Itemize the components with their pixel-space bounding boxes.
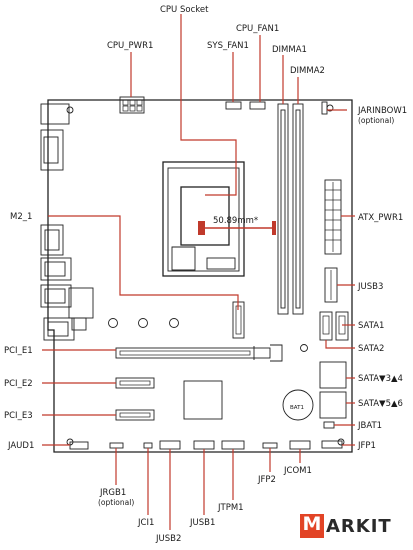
label-jcom1: JCOM1: [283, 466, 312, 476]
mount-holes: [66, 104, 345, 446]
pci-e1-slot: [115, 344, 283, 362]
label-jusb3: JUSB3: [357, 282, 383, 292]
jcom1-header: [289, 440, 311, 450]
cpu-pwr1-connector: [119, 96, 145, 114]
pci-e2-slot: [115, 377, 155, 389]
watermark-box: [300, 514, 324, 538]
dimension-marker: [198, 221, 276, 235]
label-pci-e3: PCI_E3: [4, 411, 33, 421]
cmos-battery: BAT1: [282, 389, 314, 421]
label-jarinbow1-optional: (optional): [358, 116, 394, 125]
watermark-letter: M: [302, 513, 322, 535]
label-m2-1: M2_1: [10, 212, 32, 222]
leader-lines: [42, 14, 355, 530]
sata56-connector: [319, 391, 347, 419]
label-cpu-socket: CPU Socket: [160, 5, 209, 15]
label-sata34: SATA▼3▲4: [358, 374, 403, 384]
label-pci-e2: PCI_E2: [4, 379, 33, 389]
jusb2-header: [159, 440, 181, 450]
label-jfp1: JFP1: [357, 441, 376, 451]
label-jaud1: JAUD1: [7, 441, 34, 451]
label-sata56: SATA▼5▲6: [358, 399, 403, 409]
board-outline: [47, 99, 353, 453]
label-atx-pwr1: ATX_PWR1: [358, 213, 403, 223]
label-jusb1: JUSB1: [189, 518, 215, 528]
dimm-slots: [277, 103, 304, 315]
chipset: [183, 380, 223, 420]
jrgb1-header: [109, 442, 124, 449]
rear-io: [40, 103, 94, 341]
jtpm1-header: [221, 440, 245, 450]
cpu-fan1-header: [249, 101, 266, 110]
label-jusb2: JUSB2: [155, 534, 181, 544]
label-jarinbow1: JARINBOW1: [357, 106, 407, 116]
battery-label: BAT1: [290, 405, 304, 411]
label-dimma1: DIMMA1: [272, 45, 307, 55]
label-pci-e1: PCI_E1: [4, 346, 33, 356]
sata34-connector: [319, 361, 347, 389]
pci-e3-slot: [115, 409, 155, 421]
sys-fan1-header: [225, 101, 242, 110]
sata1-sata2-connectors: [319, 311, 349, 341]
label-jfp2: JFP2: [257, 475, 276, 485]
label-sata1: SATA1: [358, 321, 384, 331]
label-dimension: 50.89mm*: [213, 216, 258, 226]
label-sata2: SATA2: [358, 344, 384, 354]
cpu-socket: [162, 161, 245, 277]
watermark-text: ARKIT: [326, 516, 392, 537]
jfp2-header: [262, 442, 278, 449]
jarinbow1-header: [321, 101, 328, 115]
label-sys-fan1: SYS_FAN1: [207, 41, 249, 51]
bottom-headers: [69, 440, 311, 450]
label-cpu-pwr1: CPU_PWR1: [107, 41, 153, 51]
jbat1-header: [323, 421, 335, 429]
label-jrgb1-optional: (optional): [98, 498, 134, 507]
label-cpu-fan1: CPU_FAN1: [236, 24, 279, 34]
label-jtpm1: JTPM1: [217, 503, 244, 513]
jci1-header: [143, 442, 153, 449]
label-dimma2: DIMMA2: [290, 66, 325, 76]
jusb1-header: [193, 440, 215, 450]
markit-watermark-logo: M ARKIT: [300, 510, 404, 542]
atx-pwr1-connector: [324, 179, 342, 255]
label-jci1: JCI1: [137, 518, 154, 528]
jusb3-header: [324, 267, 338, 303]
label-jbat1: JBAT1: [357, 421, 382, 431]
label-jrgb1: JRGB1: [99, 488, 126, 498]
